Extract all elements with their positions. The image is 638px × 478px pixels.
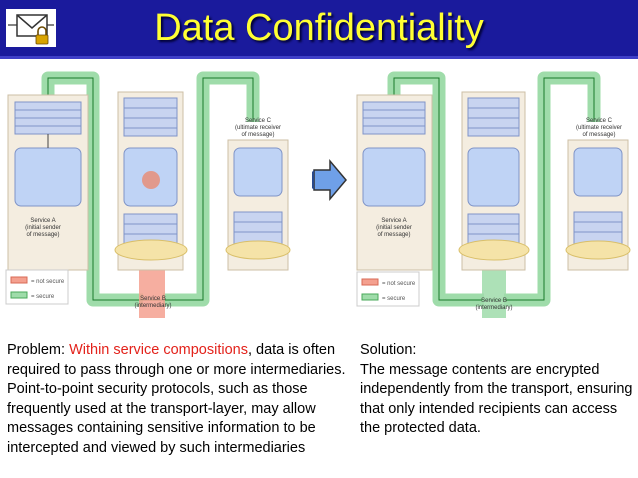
svg-text:(ultimate receiver: (ultimate receiver <box>576 125 622 131</box>
svg-text:= secure: = secure <box>382 296 406 302</box>
title-bar <box>0 0 638 56</box>
solution-heading: Solution: <box>360 342 417 358</box>
svg-text:of message): of message) <box>377 232 410 238</box>
svg-text:Service A: Service A <box>381 218 406 224</box>
problem-text: Problem: Within service compositions, da… <box>7 341 352 459</box>
svg-text:= not secure: = not secure <box>382 281 416 287</box>
solution-body: The message contents are encrypted indep… <box>360 361 633 437</box>
slide-title: Data Confidentiality <box>154 7 484 49</box>
svg-text:(ultimate receiver: (ultimate receiver <box>235 125 281 131</box>
service-c-box <box>225 139 291 271</box>
service-a-box <box>356 94 433 271</box>
svg-text:Service B: Service B <box>481 298 507 304</box>
svg-text:Service C: Service C <box>586 118 613 124</box>
svg-text:(intermediary): (intermediary) <box>475 305 512 311</box>
diagram-before: Service A (initial sender of message) Se… <box>3 62 295 318</box>
legend-not-secure: = not secure <box>31 279 65 285</box>
legend-secure: = secure <box>31 294 55 300</box>
problem-lead: Problem: <box>7 342 70 358</box>
service-c-label: Service C <box>245 118 272 124</box>
right-arrow-icon <box>312 158 347 202</box>
service-a-label: Service A <box>30 218 55 224</box>
svg-text:(intermediary): (intermediary) <box>134 303 171 309</box>
title-bar-underline <box>0 56 638 59</box>
problem-highlight: Within service compositions <box>69 342 248 358</box>
service-c-box <box>565 139 631 271</box>
envelope-lock-icon <box>6 9 56 47</box>
svg-text:of message): of message) <box>582 132 615 138</box>
solution-text: Solution: The message contents are encryp… <box>360 341 635 439</box>
legend <box>5 269 69 305</box>
problem-body: , data is often required to pass through… <box>7 342 346 456</box>
svg-text:of message): of message) <box>26 232 59 238</box>
svg-text:(initial sender: (initial sender <box>25 225 61 231</box>
service-b-box <box>114 91 188 271</box>
service-a-box <box>7 94 89 271</box>
legend <box>356 271 420 307</box>
service-b-box <box>458 91 530 271</box>
diagram-after: Service A (initial sender of message) Se… <box>354 62 635 318</box>
svg-text:(initial sender: (initial sender <box>376 225 412 231</box>
service-b-label: Service B <box>140 296 166 302</box>
svg-text:of message): of message) <box>241 132 274 138</box>
